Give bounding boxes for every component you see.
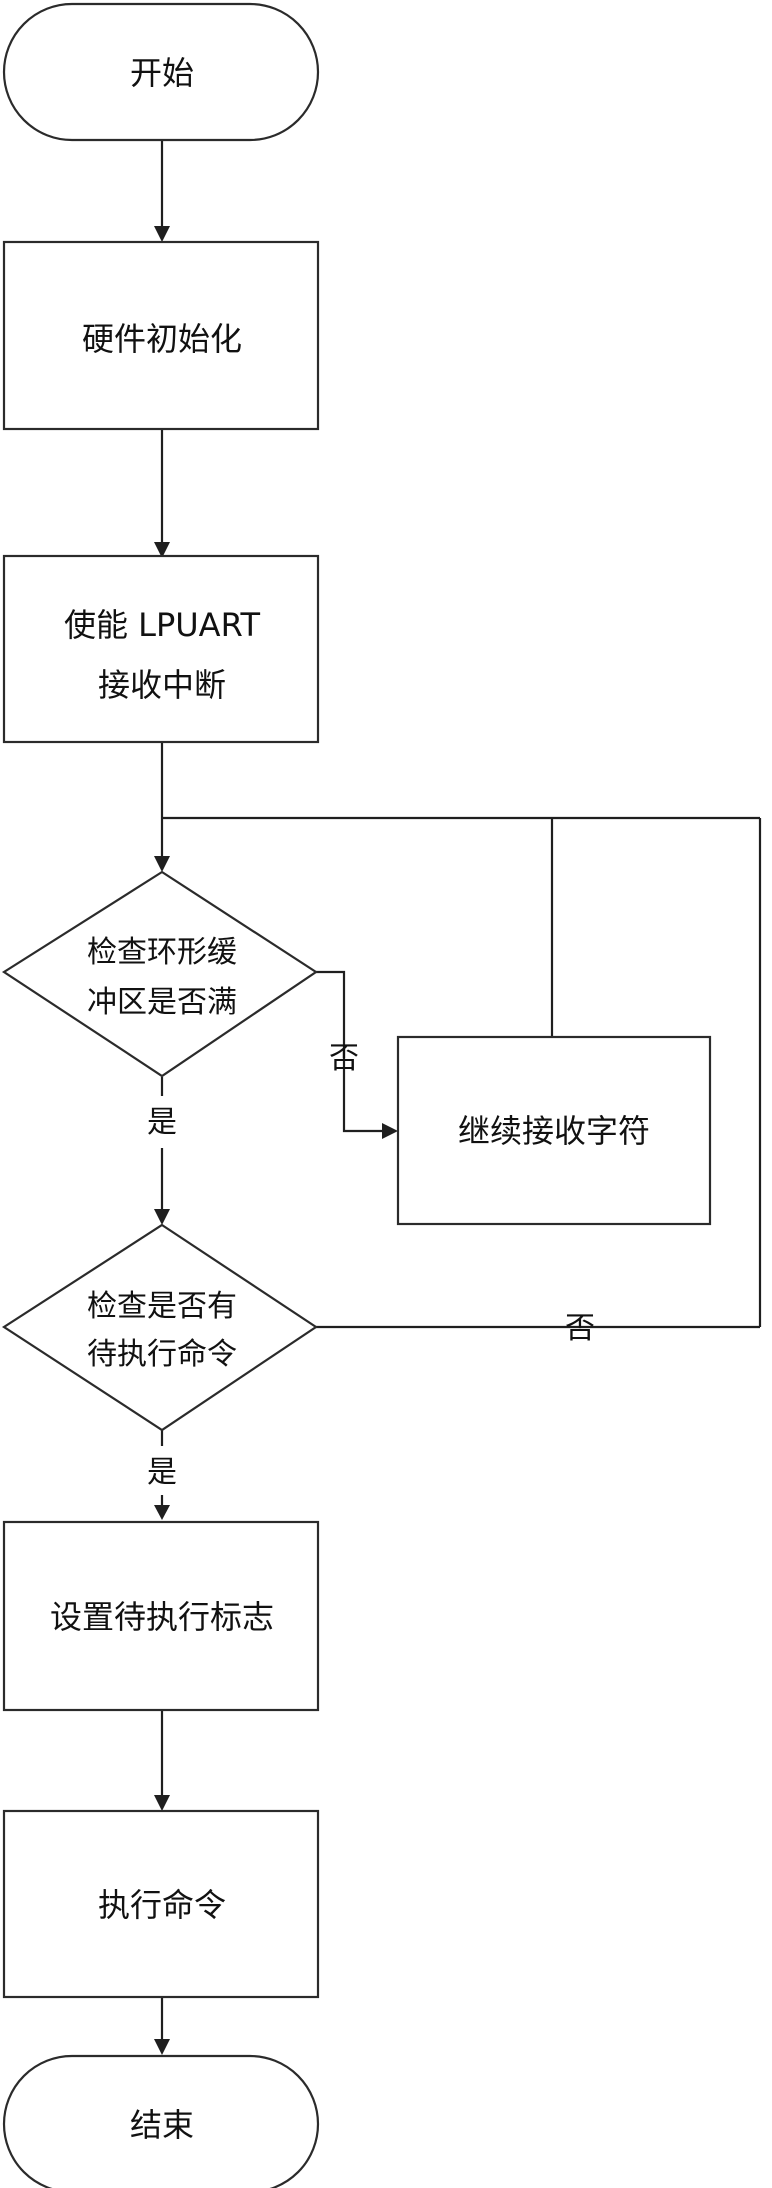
check-buffer-label-line2: 冲区是否满 — [87, 985, 237, 1020]
edge-buffer-no — [316, 970, 386, 1133]
pending-no-label: 否 — [565, 1311, 595, 1346]
arrowhead-to-set-flag — [154, 1505, 170, 1520]
start-terminal — [2, 2, 320, 142]
set-flag-process — [2, 1520, 320, 1712]
arrowhead-to-init — [154, 226, 170, 242]
arrowhead-to-check-pending — [154, 1209, 170, 1225]
check-pending-label-line1: 检查是否有 — [87, 1289, 237, 1324]
check-buffer-label-line1: 检查环形缓 — [87, 935, 237, 970]
execute-label: 执行命令 — [98, 1886, 226, 1924]
start-label: 开始 — [130, 54, 194, 92]
buffer-no-label: 否 — [329, 1041, 359, 1076]
arrowhead-to-check-buffer — [154, 856, 170, 872]
continue-receive-label: 继续接收字符 — [458, 1112, 650, 1150]
arrowhead-to-enable — [154, 542, 170, 558]
execute-process — [2, 1809, 320, 1999]
enable-label-line1: 使能 LPUART — [64, 606, 261, 644]
arrowhead-to-execute — [154, 1795, 170, 1811]
enable-label-line2: 接收中断 — [98, 666, 226, 704]
end-terminal — [2, 2054, 320, 2188]
pending-yes-label: 是 — [147, 1455, 177, 1490]
init-label: 硬件初始化 — [82, 320, 242, 358]
arrowhead-to-continue — [382, 1123, 398, 1139]
check-buffer-decision — [1, 870, 318, 1078]
arrowhead-to-end — [154, 2039, 170, 2055]
end-label: 结束 — [130, 2106, 194, 2144]
continue-receive-process — [396, 1035, 712, 1226]
check-pending-decision — [1, 1223, 318, 1432]
init-process — [2, 240, 320, 431]
enable-interrupt-process — [2, 554, 320, 744]
buffer-yes-label: 是 — [147, 1105, 177, 1140]
check-pending-label-line2: 待执行命令 — [87, 1337, 237, 1372]
set-flag-label: 设置待执行标志 — [50, 1598, 274, 1636]
